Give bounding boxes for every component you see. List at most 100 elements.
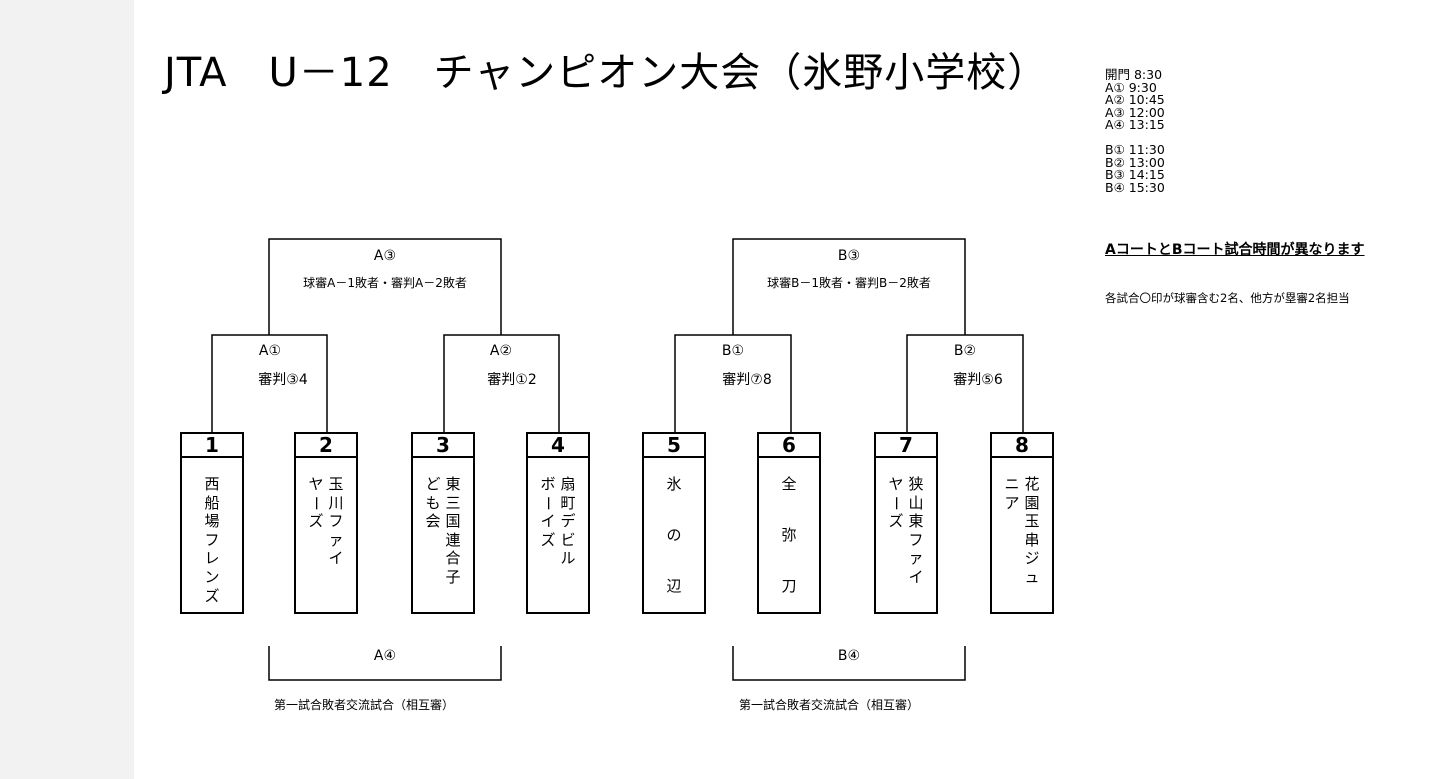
team-name-char: 玉	[1024, 512, 1040, 531]
team-name-char: 花	[1024, 475, 1040, 493]
team-number: 8	[990, 432, 1054, 458]
team-name-char: ビ	[560, 530, 576, 549]
team-name-char: ジ	[1024, 549, 1040, 568]
team-name-char: ボ	[540, 475, 556, 493]
team-name-char: レ	[204, 549, 220, 568]
team-name-char: ァ	[328, 530, 344, 549]
team-name-char: 山	[908, 493, 924, 512]
bracket-a4	[268, 646, 502, 681]
bracket-b4	[732, 646, 966, 681]
schedule-row: A④ 13:15	[1105, 117, 1165, 133]
team-name-char: ズ	[308, 512, 324, 531]
team-name-char: フ	[328, 512, 344, 531]
match-b4-name: B④	[837, 648, 861, 664]
team-name-char: デ	[560, 512, 576, 531]
team-name-char: フ	[908, 530, 924, 549]
team-number: 6	[757, 432, 821, 458]
team-name-box: 氷の辺	[642, 456, 706, 614]
team-name-char: 国	[445, 512, 461, 531]
team-name-box: 全弥刀	[757, 456, 821, 614]
team-name-char: 合	[445, 549, 461, 568]
match-a3-name: A③	[373, 248, 397, 264]
team-name-char: 全	[781, 475, 797, 493]
team-name-char: 町	[560, 493, 576, 512]
match-b3-name: B③	[837, 248, 861, 264]
team-name-char: ズ	[540, 530, 556, 549]
team-name-char: 弥	[781, 526, 797, 544]
match-b2-ref: 審判⑤6	[953, 372, 1003, 388]
team-name-box: 東三国連合子ども会	[411, 456, 475, 614]
team-name-char: ニ	[1004, 475, 1020, 493]
match-b3-ref: 球審B－1敗者・審判B－2敗者	[767, 276, 931, 290]
team-name-char: 三	[445, 493, 461, 512]
match-a2-ref: 審判①2	[487, 372, 537, 388]
team-name-char: ン	[204, 567, 220, 586]
umpire-note: 各試合〇印が球審含む2名、他方が塁審2名担当	[1105, 291, 1350, 305]
match-b1-ref: 審判⑦8	[722, 372, 772, 388]
team-name-char: 扇	[560, 475, 576, 493]
match-b1-name: B①	[721, 343, 745, 359]
team-name-char: イ	[540, 512, 556, 531]
team-name-char: 東	[908, 512, 924, 531]
team-name-box: 花園玉串ジュニア	[990, 456, 1054, 614]
team-name-char: イ	[328, 549, 344, 568]
match-b2-name: B②	[953, 343, 977, 359]
team-name-char: ズ	[888, 512, 904, 531]
team-name-char: も	[425, 493, 441, 512]
team-number: 2	[294, 432, 358, 458]
team-name-char: 西	[204, 475, 220, 493]
team-name-box: 扇町デビル ボーイズ	[526, 456, 590, 614]
team-name-char: 川	[328, 493, 344, 512]
team-number: 5	[642, 432, 706, 458]
team-name-char: 串	[1024, 530, 1040, 549]
team-name-char: 連	[445, 530, 461, 549]
team-name-box: 西船場フレンズ	[180, 456, 244, 614]
schedule-row: A① 9:30	[1105, 79, 1157, 95]
match-a1-name: A①	[258, 343, 282, 359]
team-number: 7	[874, 432, 938, 458]
schedule-row: B② 13:00	[1105, 154, 1165, 170]
team-name-char: ー	[887, 495, 906, 511]
team-name-char: ア	[1004, 493, 1020, 512]
schedule-row: B④ 15:30	[1105, 179, 1165, 195]
team-number: 4	[526, 432, 590, 458]
match-a4-name: A④	[373, 648, 397, 664]
team-name-char: の	[666, 526, 682, 544]
team-name-char: 辺	[666, 577, 682, 595]
bracket-a3	[268, 238, 502, 335]
schedule-row: A② 10:45	[1105, 92, 1165, 108]
match-a4-desc: 第一試合敗者交流試合（相互審）	[273, 698, 455, 712]
schedule-row: B③ 14:15	[1105, 167, 1165, 183]
team-name-char: 東	[445, 475, 461, 493]
team-name-char: 場	[204, 512, 220, 531]
match-b4-desc: 第一試合敗者交流試合（相互審）	[738, 698, 920, 712]
document-page	[134, 0, 1443, 779]
team-name-char: ヤ	[888, 475, 904, 493]
team-name-box: 狭山東ファイ ヤーズ	[874, 456, 938, 614]
team-name-char: 子	[445, 567, 461, 586]
team-name-char: ー	[307, 495, 326, 511]
team-number: 1	[180, 432, 244, 458]
match-a2-name: A②	[489, 343, 513, 359]
team-name-char: 玉	[328, 475, 344, 493]
team-name-char: ァ	[908, 549, 924, 568]
court-time-notice: AコートとBコート試合時間が異なります	[1105, 242, 1365, 258]
team-name-char: 狭	[908, 475, 924, 493]
schedule: 開門 8:30 A① 9:30 A② 10:45 A③ 12:00 A④ 13:…	[1105, 67, 1165, 195]
team-name-char: 船	[204, 493, 220, 512]
schedule-row: 開門 8:30	[1105, 67, 1163, 82]
team-number: 3	[411, 432, 475, 458]
match-a3-ref: 球審A－1敗者・審判A－2敗者	[303, 276, 467, 290]
page-title: JTA U－12 チャンピオン大会（氷野小学校）	[164, 50, 1049, 96]
team-name-char: ヤ	[308, 475, 324, 493]
team-name-char: ー	[539, 495, 558, 511]
team-name-char: イ	[908, 567, 924, 586]
team-name-char: ル	[560, 549, 576, 568]
team-name-box: 玉川ファイ ヤーズ	[294, 456, 358, 614]
bracket-b3	[732, 238, 966, 335]
team-name-char: 刀	[781, 577, 797, 595]
schedule-row: B① 11:30	[1105, 141, 1165, 157]
team-name-char: ど	[425, 475, 441, 493]
team-name-char: 氷	[666, 475, 682, 493]
